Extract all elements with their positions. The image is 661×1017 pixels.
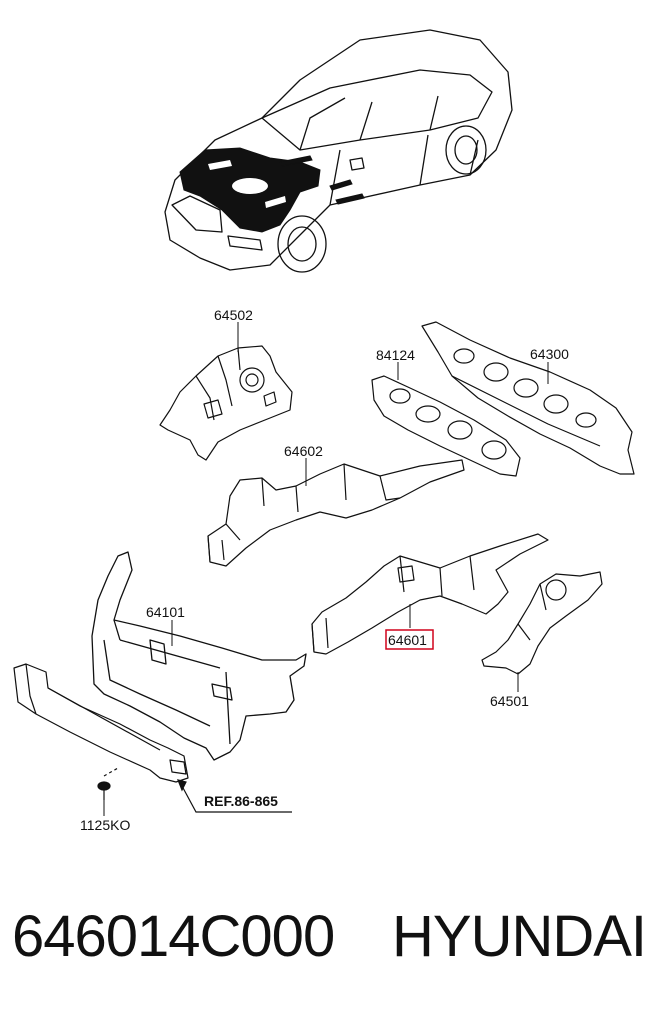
- brand-name: HYUNDAI: [392, 904, 647, 969]
- part-64101-drawing: [91, 551, 307, 761]
- part-64601-drawing: [311, 533, 549, 655]
- label-1125ko: 1125KO: [80, 817, 130, 833]
- part-64501-drawing: [481, 571, 603, 675]
- parts-diagram: 64502 84124 64300 64602 64101 64601 6450…: [13, 29, 635, 833]
- label-84124: 84124: [376, 347, 415, 363]
- part-64502-drawing: [159, 345, 293, 461]
- label-64601: 64601: [388, 632, 427, 648]
- label-64101: 64101: [146, 604, 185, 620]
- car-front-structure: [179, 147, 365, 233]
- label-64502: 64502: [214, 307, 253, 323]
- part-84124-drawing: [371, 375, 521, 477]
- highlight-box-64601: [385, 629, 434, 650]
- part-number: 646014C000: [12, 904, 335, 969]
- car-illustration: [164, 29, 513, 273]
- bumper-beam-drawing: [13, 663, 189, 783]
- label-64300: 64300: [530, 346, 569, 362]
- label-64602: 64602: [284, 443, 323, 459]
- label-ref: REF.86-865: [204, 793, 278, 809]
- ref-leader: [177, 779, 292, 813]
- part-64300-drawing: [421, 321, 635, 475]
- label-64501: 64501: [490, 693, 529, 709]
- bolt-1125ko-drawing: [97, 767, 119, 800]
- part-64602-drawing: [207, 459, 465, 567]
